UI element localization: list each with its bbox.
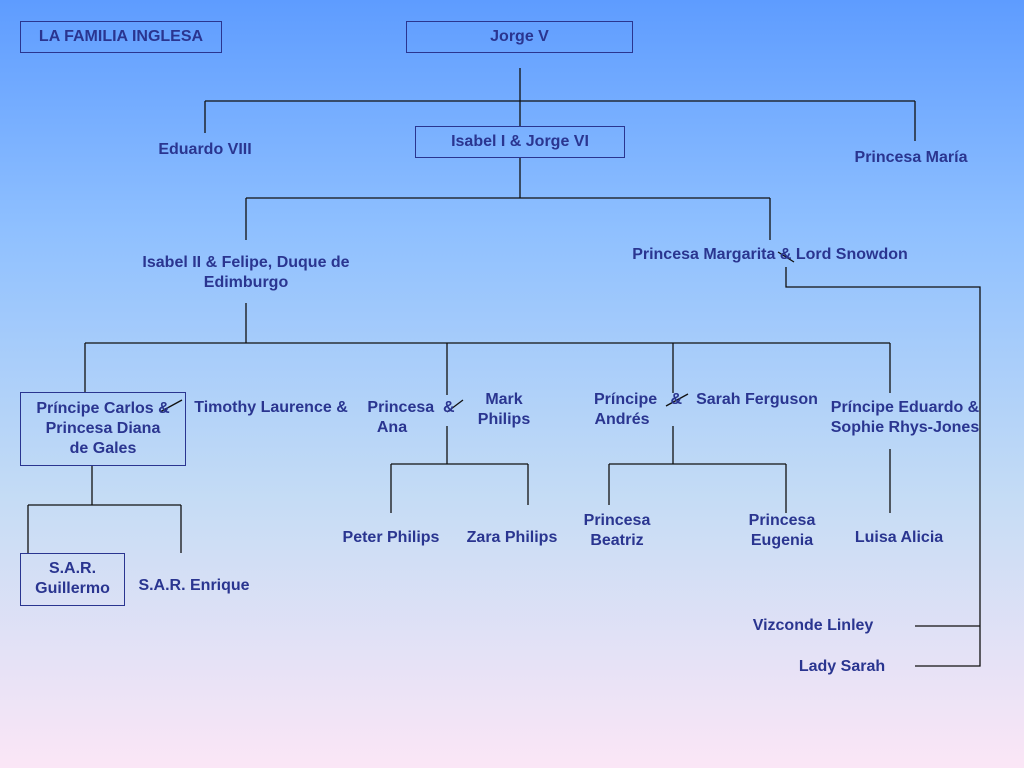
node-guillermo-line2: Guillermo — [35, 580, 110, 597]
node-vizconde-linley: Vizconde Linley — [752, 617, 874, 634]
node-princesa-maria: Princesa María — [854, 149, 968, 166]
node-guillermo: S.A.R. Guillermo — [20, 553, 125, 606]
node-eduardo-viii: Eduardo VIII — [158, 141, 252, 158]
node-princesa-ana: Princesa & Ana — [362, 398, 460, 438]
node-zara-philips: Zara Philips — [466, 529, 558, 546]
node-isabel-ii: Isabel II & Felipe, Duque de Edimburgo — [110, 253, 382, 293]
node-princesa-eugenia: Princesa Eugenia — [737, 511, 827, 551]
node-principe-eduardo: Príncipe Eduardo & Sophie Rhys-Jones — [820, 398, 990, 438]
node-carlos-line3: de Gales — [69, 440, 137, 457]
node-peter-philips: Peter Philips — [342, 529, 440, 546]
node-beatriz-line1: Princesa — [583, 512, 651, 529]
node-carlos-diana: Príncipe Carlos & Princesa Diana de Gale… — [20, 392, 186, 466]
node-andres-line1: Príncipe & — [593, 391, 683, 408]
node-mark-line2: Philips — [477, 411, 531, 428]
node-timothy-laurence: Timothy Laurence & — [194, 399, 348, 416]
node-jorge-v: Jorge V — [406, 21, 633, 53]
node-eduardo-line2: Sophie Rhys-Jones — [830, 419, 980, 436]
node-ana-line1: Princesa & — [367, 399, 455, 416]
node-margarita: Princesa Margarita & Lord Snowdon — [632, 246, 908, 263]
node-mark-line1: Mark — [485, 391, 523, 408]
node-isabel-ii-line1: Isabel II & Felipe, Duque de — [142, 254, 350, 271]
node-mark-philips: Mark Philips — [470, 390, 538, 430]
node-luisa-alicia: Luisa Alicia — [854, 529, 944, 546]
node-eugenia-line1: Princesa — [748, 512, 816, 529]
node-beatriz-line2: Beatriz — [590, 532, 644, 549]
node-isabel-jorge-vi: Isabel I & Jorge VI — [415, 126, 625, 158]
node-ana-line2: Ana — [376, 419, 408, 436]
node-sarah-ferguson: Sarah Ferguson — [696, 391, 818, 408]
node-lady-sarah: Lady Sarah — [798, 658, 886, 675]
node-carlos-line2: Princesa Diana — [45, 420, 161, 437]
node-enrique: S.A.R. Enrique — [138, 577, 250, 594]
node-isabel-ii-line2: Edimburgo — [203, 274, 289, 291]
node-andres-line2: Andrés — [594, 411, 650, 428]
node-eugenia-line2: Eugenia — [750, 532, 814, 549]
diagram-title: LA FAMILIA INGLESA — [20, 21, 222, 53]
node-principe-andres: Príncipe & Andrés — [586, 390, 690, 430]
node-princesa-beatriz: Princesa Beatriz — [572, 511, 662, 551]
node-carlos-line1: Príncipe Carlos & — [36, 400, 170, 417]
node-guillermo-line1: S.A.R. — [48, 560, 97, 577]
node-eduardo-line1: Príncipe Eduardo & — [830, 399, 980, 416]
